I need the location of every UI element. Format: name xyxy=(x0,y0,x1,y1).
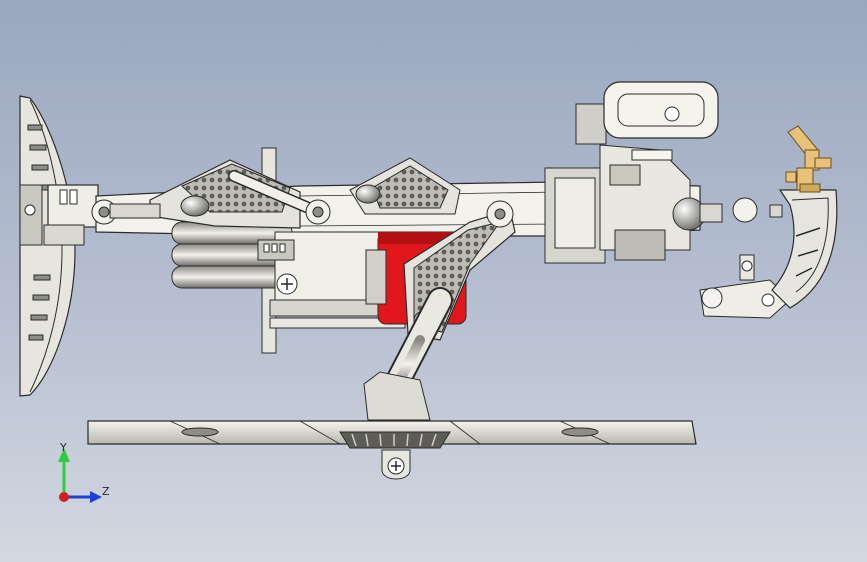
gold-figure[interactable] xyxy=(785,125,832,193)
upper-mid-arm[interactable] xyxy=(349,157,461,215)
left-shield[interactable] xyxy=(19,95,76,397)
base-plate[interactable] xyxy=(87,420,697,480)
z-axis-arrow-icon xyxy=(90,491,102,503)
upper-left-arm[interactable] xyxy=(91,159,331,229)
right-claw[interactable] xyxy=(699,189,838,319)
axis-triad xyxy=(58,448,102,503)
z-axis-label: Z xyxy=(102,485,110,498)
y-axis-arrow-icon xyxy=(58,448,70,462)
top-sight-box[interactable] xyxy=(575,81,719,145)
left-connector[interactable] xyxy=(43,184,99,246)
right-body[interactable] xyxy=(544,144,723,264)
x-axis-dot-icon xyxy=(59,492,69,502)
diagonal-leg[interactable] xyxy=(363,200,516,421)
y-axis-label: Y xyxy=(60,441,67,454)
